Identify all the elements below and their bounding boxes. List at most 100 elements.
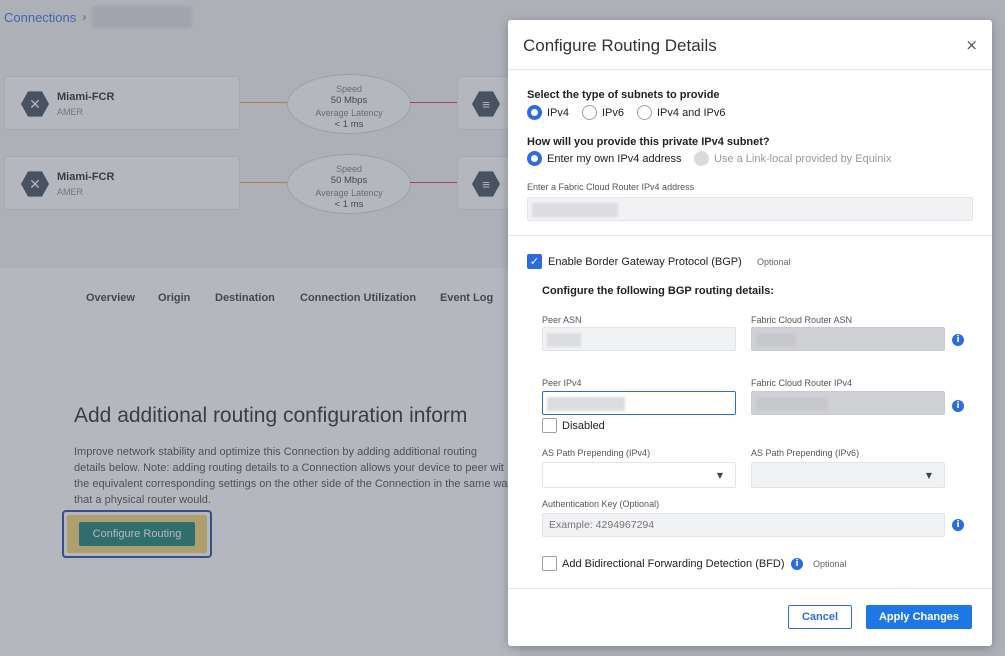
latency-label: Average Latency <box>315 108 383 118</box>
close-icon[interactable]: × <box>965 36 978 54</box>
tab-event-log[interactable]: Event Log <box>440 292 494 304</box>
modal-title: Configure Routing Details <box>523 36 717 55</box>
radio-link-local-label: Use a Link-local provided by Equinix <box>714 152 892 165</box>
modal-header: Configure Routing Details × <box>508 20 992 70</box>
radio-ipv4-control[interactable] <box>527 105 542 120</box>
connection-flow-row: ✕ Miami-FCR AMER Speed 50 Mbps Average L… <box>0 154 520 214</box>
bgp-checkbox[interactable]: ✓ <box>527 254 542 269</box>
speed-label: Speed <box>335 84 363 94</box>
footer-divider <box>508 588 992 589</box>
destination-node-card[interactable]: ≡ <box>457 156 517 210</box>
bfd-checkbox-label: Add Bidirectional Forwarding Detection (… <box>562 558 785 570</box>
origin-node-card[interactable]: ✕ Miami-FCR AMER <box>4 76 240 130</box>
configure-routing-button[interactable]: Configure Routing <box>78 522 196 546</box>
radio-ipv6[interactable]: IPv6 <box>582 105 624 120</box>
bfd-checkbox[interactable] <box>542 556 557 571</box>
breadcrumb: Connections › <box>4 6 193 28</box>
tab-overview[interactable]: Overview <box>86 292 135 304</box>
speed-value: 50 Mbps <box>330 95 368 106</box>
radio-own-ipv4-label: Enter my own IPv4 address <box>547 152 682 165</box>
as-path-ipv6-select: ▼ <box>751 462 945 488</box>
as-path-ipv4-label: AS Path Prepending (IPv4) <box>542 448 651 458</box>
speed-label: Speed <box>335 164 363 174</box>
auth-key-info-icon[interactable]: i <box>952 519 964 531</box>
bgp-checkbox-label: Enable Border Gateway Protocol (BGP) <box>548 256 742 268</box>
fcr-ipv4-info-icon[interactable]: i <box>952 400 964 412</box>
cancel-button[interactable]: Cancel <box>788 605 852 629</box>
auth-key-label: Authentication Key (Optional) <box>542 499 660 509</box>
fcr-ipv4-label: Fabric Cloud Router IPv4 <box>751 378 853 388</box>
latency-value: < 1 ms <box>334 119 364 130</box>
redacted-value <box>532 203 618 217</box>
as-path-ipv4-select[interactable]: ▼ <box>542 462 736 488</box>
radio-own-ipv4[interactable]: Enter my own IPv4 address <box>527 151 682 166</box>
fcr-ipv4-address-field[interactable] <box>527 197 973 221</box>
breadcrumb-redacted-item <box>92 6 193 28</box>
bgp-optional-tag: Optional <box>757 257 791 267</box>
configure-routing-modal: Configure Routing Details × Select the t… <box>508 20 992 646</box>
provide-subnet-label: How will you provide this private IPv4 s… <box>527 136 770 148</box>
radio-ipv6-label: IPv6 <box>602 106 625 119</box>
connection-line-right <box>410 102 458 103</box>
connection-line-left <box>240 182 290 183</box>
bfd-optional-tag: Optional <box>813 559 847 569</box>
section-divider <box>508 235 992 236</box>
origin-node-region: AMER <box>57 107 84 117</box>
peer-ipv4-field[interactable] <box>542 391 736 415</box>
latency-value: < 1 ms <box>334 199 364 210</box>
cloud-router-icon: ✕ <box>21 171 49 197</box>
fcr-asn-field <box>751 327 945 351</box>
bfd-info-icon[interactable]: i <box>791 558 803 570</box>
peer-asn-field[interactable] <box>542 327 736 351</box>
origin-node-name: Miami-FCR <box>57 91 115 103</box>
redacted-value <box>547 397 625 411</box>
disabled-checkbox-label: Disabled <box>562 420 605 432</box>
highlight-fill: Configure Routing <box>67 515 207 553</box>
routing-section-description: Improve network stability and optimize t… <box>74 446 508 506</box>
auth-key-input[interactable] <box>542 513 945 537</box>
connection-line-right <box>410 182 458 183</box>
configure-routing-highlight: Configure Routing <box>62 510 212 558</box>
latency-label: Average Latency <box>315 188 383 198</box>
bgp-details-heading: Configure the following BGP routing deta… <box>542 285 775 297</box>
radio-ipv4-label: IPv4 <box>547 106 570 119</box>
speed-latency-badge: Speed 50 Mbps Average Latency < 1 ms <box>287 154 411 214</box>
redacted-value <box>756 397 828 411</box>
radio-ipv4-and-ipv6[interactable]: IPv4 and IPv6 <box>637 105 726 120</box>
fcr-asn-label: Fabric Cloud Router ASN <box>751 315 853 325</box>
chevron-down-icon: ▼ <box>716 471 723 480</box>
breadcrumb-connections-link[interactable]: Connections <box>4 9 77 25</box>
content-area <box>0 308 520 656</box>
breadcrumb-separator: › <box>82 10 87 24</box>
radio-own-ipv4-control[interactable] <box>527 151 542 166</box>
peer-asn-label: Peer ASN <box>542 315 582 325</box>
chevron-down-icon: ▼ <box>925 471 932 480</box>
speed-latency-badge: Speed 50 Mbps Average Latency < 1 ms <box>287 74 411 134</box>
radio-link-local-control <box>694 151 709 166</box>
apply-changes-button[interactable]: Apply Changes <box>866 605 972 629</box>
subnet-type-label: Select the type of subnets to provide <box>527 89 720 101</box>
connection-line-left <box>240 102 290 103</box>
tab-origin[interactable]: Origin <box>158 292 191 304</box>
origin-node-card[interactable]: ✕ Miami-FCR AMER <box>4 156 240 210</box>
radio-ipv4-and-ipv6-label: IPv4 and IPv6 <box>657 106 726 119</box>
as-path-ipv6-label: AS Path Prepending (IPv6) <box>751 448 860 458</box>
fcr-ipv4-address-label: Enter a Fabric Cloud Router IPv4 address <box>527 182 695 192</box>
origin-node-region: AMER <box>57 187 84 197</box>
connection-flow-row: ✕ Miami-FCR AMER Speed 50 Mbps Average L… <box>0 74 520 134</box>
tab-destination[interactable]: Destination <box>215 292 275 304</box>
radio-ipv6-control[interactable] <box>582 105 597 120</box>
radio-ipv4-and-ipv6-control[interactable] <box>637 105 652 120</box>
speed-value: 50 Mbps <box>330 175 368 186</box>
connection-tabs: Overview Origin Destination Connection U… <box>0 268 520 314</box>
redacted-value <box>547 333 581 347</box>
fcr-ipv4-field <box>751 391 945 415</box>
redacted-value <box>756 333 796 347</box>
origin-node-name: Miami-FCR <box>57 171 115 183</box>
tab-connection-utilization[interactable]: Connection Utilization <box>300 292 417 304</box>
disabled-checkbox[interactable] <box>542 418 557 433</box>
radio-link-local: Use a Link-local provided by Equinix <box>694 151 891 166</box>
radio-ipv4[interactable]: IPv4 <box>527 105 569 120</box>
fcr-asn-info-icon[interactable]: i <box>952 334 964 346</box>
routing-section-title: Add additional routing configuration inf… <box>74 404 468 427</box>
